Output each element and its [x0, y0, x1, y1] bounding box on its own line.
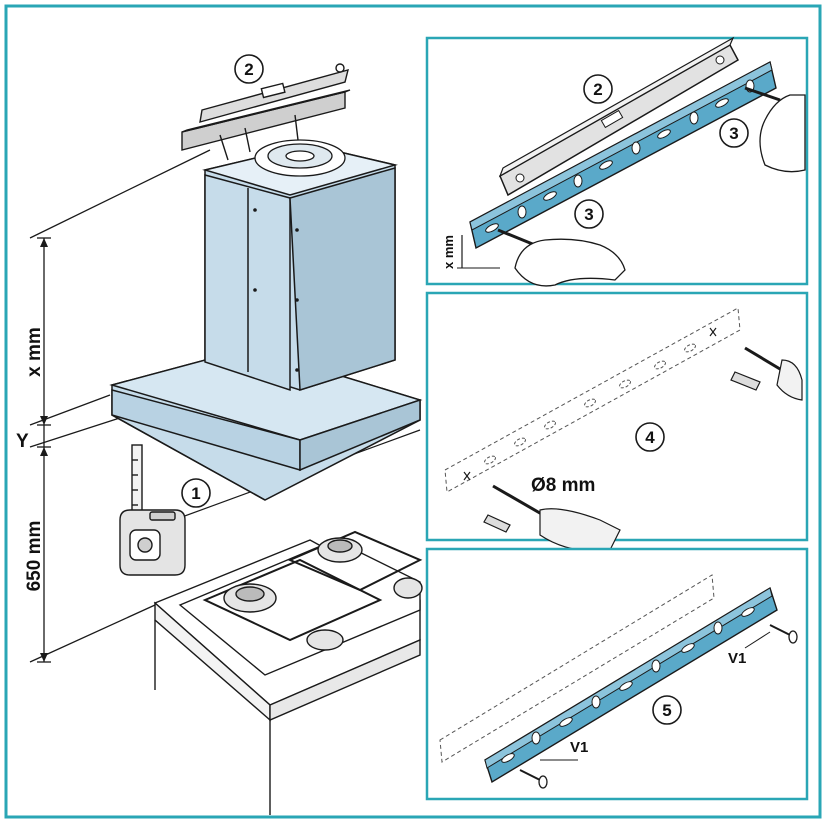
screw-right-icon — [769, 624, 798, 644]
main-step-1: 1 — [181, 478, 211, 508]
main-mounting-bracket — [181, 63, 351, 161]
dim-x-label: x mm — [24, 327, 45, 377]
svg-text:2: 2 — [593, 80, 602, 99]
p1-x-mm-label: x mm — [441, 235, 456, 269]
main-illustration: x mm Y 650 mm — [16, 54, 423, 815]
screw-bottom-label: V1 — [570, 739, 588, 756]
drill-size-label: Ø8 mm — [531, 475, 595, 496]
drill-bit-right-icon — [730, 346, 803, 401]
hand-left-icon — [497, 228, 626, 287]
hand-right-icon — [744, 86, 806, 173]
cooker-hood — [109, 144, 423, 501]
p2-step-4: 4 — [635, 422, 665, 452]
screw-right-label: V1 — [728, 650, 746, 667]
svg-text:4: 4 — [645, 428, 655, 447]
main-step-2: 2 — [234, 54, 264, 84]
p1-step-3-left: 3 — [574, 199, 604, 229]
svg-text:5: 5 — [662, 701, 671, 720]
panel-drill-holes: Ø8 mm 4 — [425, 291, 809, 552]
dim-650-label: 650 mm — [24, 521, 45, 592]
outer-frame — [4, 4, 822, 819]
svg-text:1: 1 — [191, 484, 200, 503]
panel-fix-bracket: V1 V1 5 — [425, 547, 809, 801]
svg-text:2: 2 — [244, 60, 253, 79]
dim-y-label: Y — [16, 431, 29, 452]
panel-level-and-mark: x mm 2 3 3 — [425, 36, 809, 287]
svg-text:3: 3 — [584, 205, 593, 224]
tape-measure-icon — [119, 444, 186, 576]
gas-hob — [178, 530, 423, 676]
p1-step-2: 2 — [583, 74, 613, 104]
screw-bottom-icon — [519, 769, 548, 789]
svg-text:3: 3 — [729, 124, 738, 143]
fan-opening — [254, 139, 346, 177]
p3-step-5: 5 — [652, 695, 682, 725]
p1-step-3-right: 3 — [719, 118, 749, 148]
